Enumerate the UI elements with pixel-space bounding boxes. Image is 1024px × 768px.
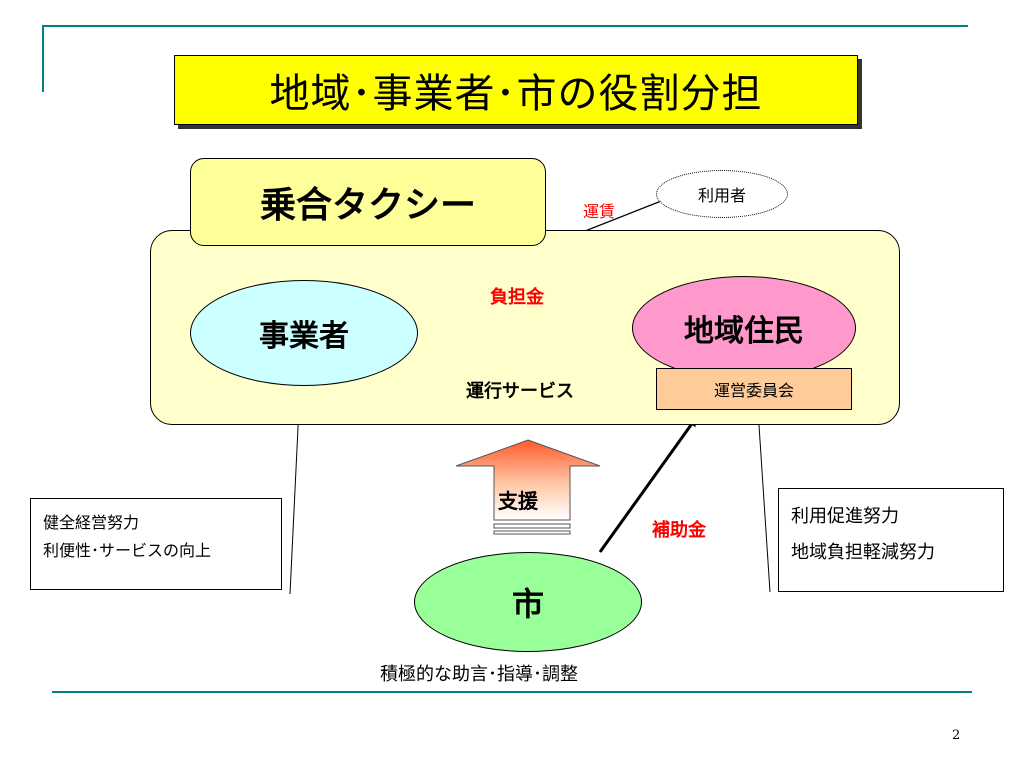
subsidy-label: 補助金 — [652, 520, 706, 541]
service-label: 運行サービス — [466, 381, 574, 402]
resident-effort-item: 地域負担軽減努力 — [791, 542, 935, 563]
support-arrow-stripe-2 — [493, 530, 571, 535]
operator-node: 事業者 — [190, 280, 418, 386]
operator-effort-item: 利便性･サービスの向上 — [43, 541, 212, 560]
resident-effort-item: 利用促進努力 — [791, 506, 899, 527]
user-bubble: 利用者 — [656, 170, 788, 218]
committee-box: 運営委員会 — [656, 368, 852, 410]
residents-node: 地域住民 — [632, 276, 856, 380]
resident-efforts-box: 利用促進努力 地域負担軽減努力 — [778, 488, 1004, 592]
city-role-caption: 積極的な助言･指導･調整 — [380, 664, 578, 685]
operator-efforts-box: 健全経営努力 利便性･サービスの向上 — [30, 498, 282, 590]
page-number: 2 — [952, 728, 961, 743]
slide-title: 地域･事業者･市の役割分担 — [174, 55, 858, 125]
residents-callout-line — [757, 409, 771, 593]
fare-label: 運賃 — [583, 202, 616, 221]
taxi-label: 乗合タクシー — [190, 158, 546, 246]
operator-effort-item: 健全経営努力 — [43, 513, 140, 532]
burden-label: 負担金 — [490, 287, 544, 308]
support-label: 支援 — [498, 489, 538, 513]
city-node: 市 — [414, 552, 642, 652]
support-arrow-stripe-1 — [493, 523, 571, 529]
